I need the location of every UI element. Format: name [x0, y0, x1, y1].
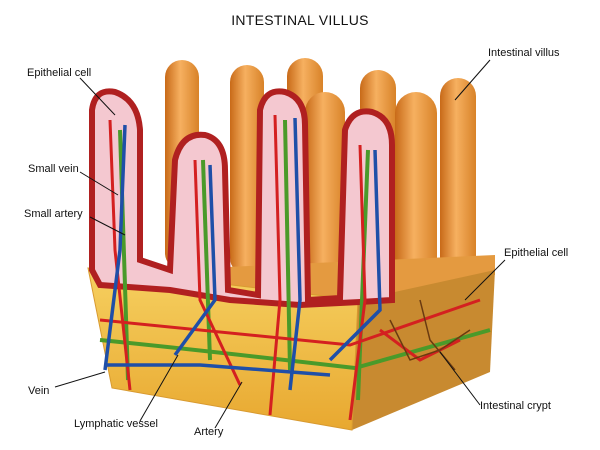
label-epithelial-cell-right: Epithelial cell — [504, 247, 569, 259]
veins — [103, 117, 382, 391]
label-epithelial-cell-left: Epithelial cell — [27, 67, 92, 79]
label-small-artery: Small artery — [24, 208, 83, 220]
arteries — [99, 114, 481, 421]
label-artery: Artery — [194, 426, 224, 438]
label-vein: Vein — [28, 385, 50, 397]
label-small-vein: Small vein — [28, 163, 79, 175]
diagram-title: INTESTINAL VILLUS — [231, 12, 369, 28]
crypt-vessels — [389, 299, 471, 371]
leader-lines — [54, 59, 506, 429]
label-intestinal-villus: Intestinal villus — [488, 47, 560, 59]
label-lymphatic-vessel: Lymphatic vessel — [74, 418, 158, 430]
label-intestinal-crypt: Intestinal crypt — [480, 400, 551, 412]
lymphatic-vessels — [99, 119, 491, 401]
